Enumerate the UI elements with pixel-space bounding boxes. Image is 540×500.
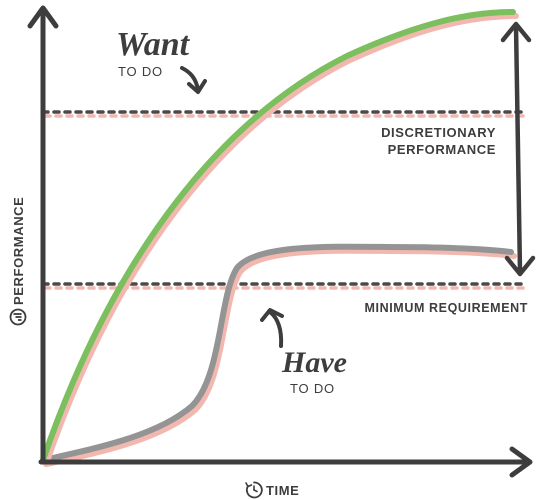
want-annotation: Want TO DO bbox=[116, 26, 207, 94]
discretionary-threshold-line bbox=[41, 110, 530, 118]
want-pointer-arrow bbox=[180, 66, 207, 94]
x-axis-label: TIME bbox=[266, 483, 299, 498]
want-sub-label: TO DO bbox=[118, 64, 163, 79]
minimum-requirement-label: MINIMUM REQUIREMENT bbox=[365, 301, 528, 315]
x-axis-label-group: TIME bbox=[245, 481, 299, 499]
y-axis-label: PERFORMANCE bbox=[11, 197, 26, 305]
have-sub-label: TO DO bbox=[290, 381, 335, 396]
have-pointer-arrow bbox=[260, 308, 284, 348]
x-axis bbox=[38, 446, 533, 478]
gap-double-arrow bbox=[500, 21, 536, 277]
want-curve bbox=[40, 9, 519, 467]
clock-icon bbox=[245, 481, 263, 499]
y-axis bbox=[27, 5, 59, 465]
bar-chart-icon bbox=[9, 308, 27, 326]
discretionary-label-line2: PERFORMANCE bbox=[388, 142, 496, 157]
y-axis-label-group: PERFORMANCE bbox=[9, 197, 27, 326]
want-word: Want bbox=[116, 26, 191, 63]
have-word: Have bbox=[281, 346, 347, 379]
minimum-requirement-line bbox=[41, 282, 530, 290]
have-annotation: Have TO DO bbox=[260, 308, 347, 396]
have-curve bbox=[41, 243, 517, 467]
discretionary-label-line1: DISCRETIONARY bbox=[381, 125, 496, 140]
